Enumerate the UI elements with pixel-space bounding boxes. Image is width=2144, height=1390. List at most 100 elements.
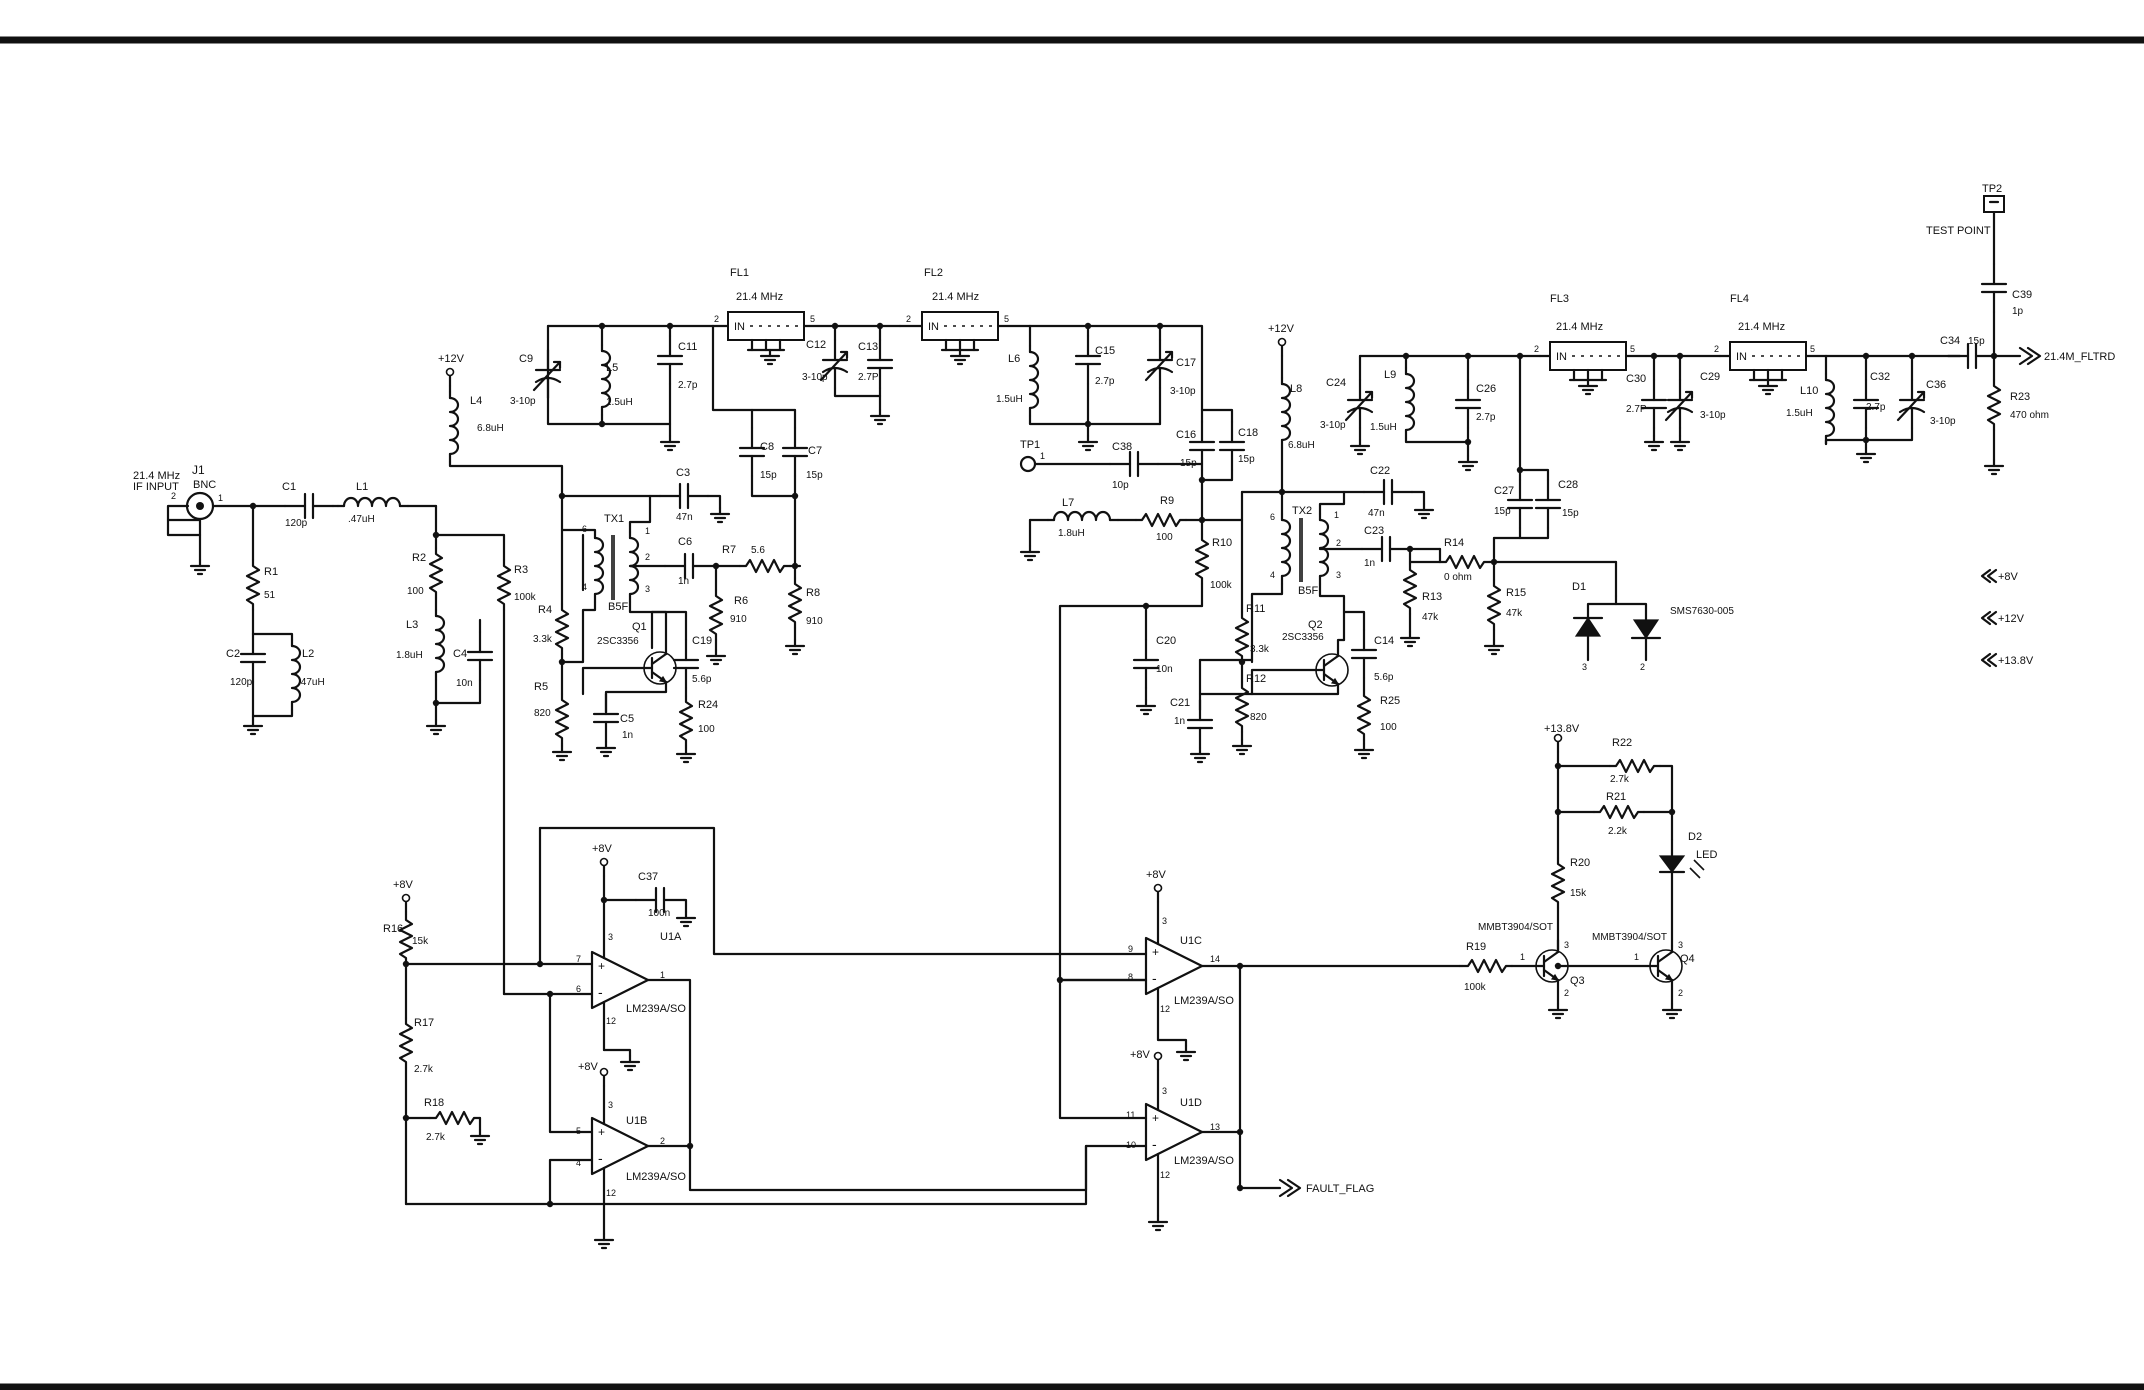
c5-value: 1n <box>622 730 633 741</box>
r10-value: 100k <box>1210 580 1233 591</box>
c16-label: C16 <box>1176 429 1196 441</box>
r1-value: 51 <box>264 590 276 601</box>
l7-label: L7 <box>1062 497 1074 509</box>
u1b-label: U1B <box>626 1115 647 1127</box>
svg-text:13: 13 <box>1210 1122 1220 1132</box>
svg-text:14: 14 <box>1210 954 1220 964</box>
tp1-label: TP1 <box>1020 439 1040 451</box>
fl3-label: FL3 <box>1550 293 1569 305</box>
input-freq-label: 21.4 MHz <box>133 470 180 482</box>
svg-text:6: 6 <box>582 524 587 534</box>
c8-label: C8 <box>760 441 774 453</box>
l7-r9-r10-c20: L7 1.8uH R9 100 R10 100k C20 10n <box>1019 495 1244 982</box>
r20-label: R20 <box>1570 857 1590 869</box>
c14-label: C14 <box>1374 635 1394 647</box>
rail-12v: +12V <box>1998 613 2025 625</box>
r24-value: 100 <box>698 724 715 735</box>
c26-label: C26 <box>1476 383 1496 395</box>
d1-label: D1 <box>1572 581 1586 593</box>
c26-value: 2.7p <box>1476 412 1496 423</box>
rail-8v: +8V <box>1998 571 2019 583</box>
q1-label: Q1 <box>632 621 647 633</box>
r23-value: 470 ohm <box>2010 410 2049 421</box>
r1-label: R1 <box>264 566 278 578</box>
svg-text:1: 1 <box>1040 451 1045 461</box>
tank-l5-c9-c11: C9 3-10p L5 1.5uH C11 2.7p <box>510 322 715 452</box>
svg-text:11: 11 <box>1126 1110 1135 1120</box>
r2-l3-c4-branch: R2 100 L3 1.8uH C4 10n <box>396 533 494 736</box>
l2-value: .47uH <box>298 677 325 688</box>
j1-label: J1 <box>192 463 205 477</box>
r3-value: 100k <box>514 592 537 603</box>
r14-label: R14 <box>1444 537 1464 549</box>
tank-l9-c24-c26: C24 3-10p L9 1.5uH C26 2.7p <box>1320 352 1542 472</box>
input-network: C1 120p L1 .47uH R1 51 C2 120p L2 .47uH <box>211 481 440 736</box>
svg-text:6: 6 <box>576 984 581 994</box>
r16-value: 15k <box>412 936 429 947</box>
fl4-label: FL4 <box>1730 293 1749 305</box>
c32-label: C32 <box>1870 371 1890 383</box>
r19-label: R19 <box>1466 941 1486 953</box>
q4-label: Q4 <box>1680 953 1695 965</box>
c22-value: 47n <box>1368 508 1385 519</box>
l1-value: .47uH <box>348 514 375 525</box>
svg-text:1: 1 <box>1520 952 1525 962</box>
c30-label: C30 <box>1626 373 1646 385</box>
fl1-label: FL1 <box>730 267 749 279</box>
r17-value: 2.7k <box>414 1064 434 1075</box>
tx2-type: B5F <box>1298 585 1318 597</box>
plus12-b: +12V <box>1268 323 1295 335</box>
c12-label: C12 <box>806 339 826 351</box>
r16-label: R16 <box>383 923 403 935</box>
svg-text:3: 3 <box>1162 1086 1167 1096</box>
c28-value: 15p <box>1562 508 1579 519</box>
r4-label: R4 <box>538 604 552 616</box>
fl2-freq: 21.4 MHz <box>932 291 979 303</box>
c12-value: 3-10p <box>802 372 828 383</box>
l9-label: L9 <box>1384 369 1396 381</box>
c2-label: C2 <box>226 648 240 660</box>
r7-value: 5.6 <box>751 545 765 556</box>
c24-value: 3-10p <box>1320 420 1346 431</box>
r13-value: 47k <box>1422 612 1439 623</box>
test-point-label: TEST POINT <box>1926 225 1991 237</box>
l7-value: 1.8uH <box>1058 528 1085 539</box>
r13-label: R13 <box>1422 591 1442 603</box>
c27-value: 15p <box>1494 506 1511 517</box>
svg-text:3: 3 <box>645 584 650 594</box>
svg-text:1: 1 <box>218 493 223 503</box>
r25-label: R25 <box>1380 695 1400 707</box>
c14-value: 5.6p <box>1374 672 1394 683</box>
plus8-b: +8V <box>592 843 613 855</box>
c7-value: 15p <box>806 470 823 481</box>
r22-label: R22 <box>1612 737 1632 749</box>
c34-label: C34 <box>1940 335 1960 347</box>
c20-label: C20 <box>1156 635 1176 647</box>
svg-text:3: 3 <box>1336 570 1341 580</box>
r14-value: 0 ohm <box>1444 572 1472 583</box>
r11-value: 3.3k <box>1250 644 1270 655</box>
l10-value: 1.5uH <box>1786 408 1813 419</box>
stage2-amplifier: +12V L8 6.8uH C22 47n R11 3.3k R12 820 <box>1170 323 1442 764</box>
u1d-type: LM239A/SO <box>1174 1155 1234 1167</box>
svg-text:1: 1 <box>1634 952 1639 962</box>
c8-value: 15p <box>760 470 777 481</box>
tank-l10-c32-c36: L10 1.5uH C32 2.7p C36 3-10p <box>1786 352 1962 464</box>
c27-c28-coupling: C27 15p C28 15p <box>1492 354 1579 564</box>
c30-value: 2.7P <box>1626 404 1647 415</box>
u1c-label: U1C <box>1180 935 1202 947</box>
c30-c29-tank: C30 2.7P C29 3-10p <box>1626 352 1726 452</box>
c38-label: C38 <box>1112 441 1132 453</box>
plus8-a: +8V <box>393 879 414 891</box>
r2-value: 100 <box>407 586 424 597</box>
fl3-freq: 21.4 MHz <box>1556 321 1603 333</box>
c21-value: 1n <box>1174 716 1185 727</box>
c13-label: C13 <box>858 341 878 353</box>
r20-value: 15k <box>1570 888 1587 899</box>
c29-label: C29 <box>1700 371 1720 383</box>
